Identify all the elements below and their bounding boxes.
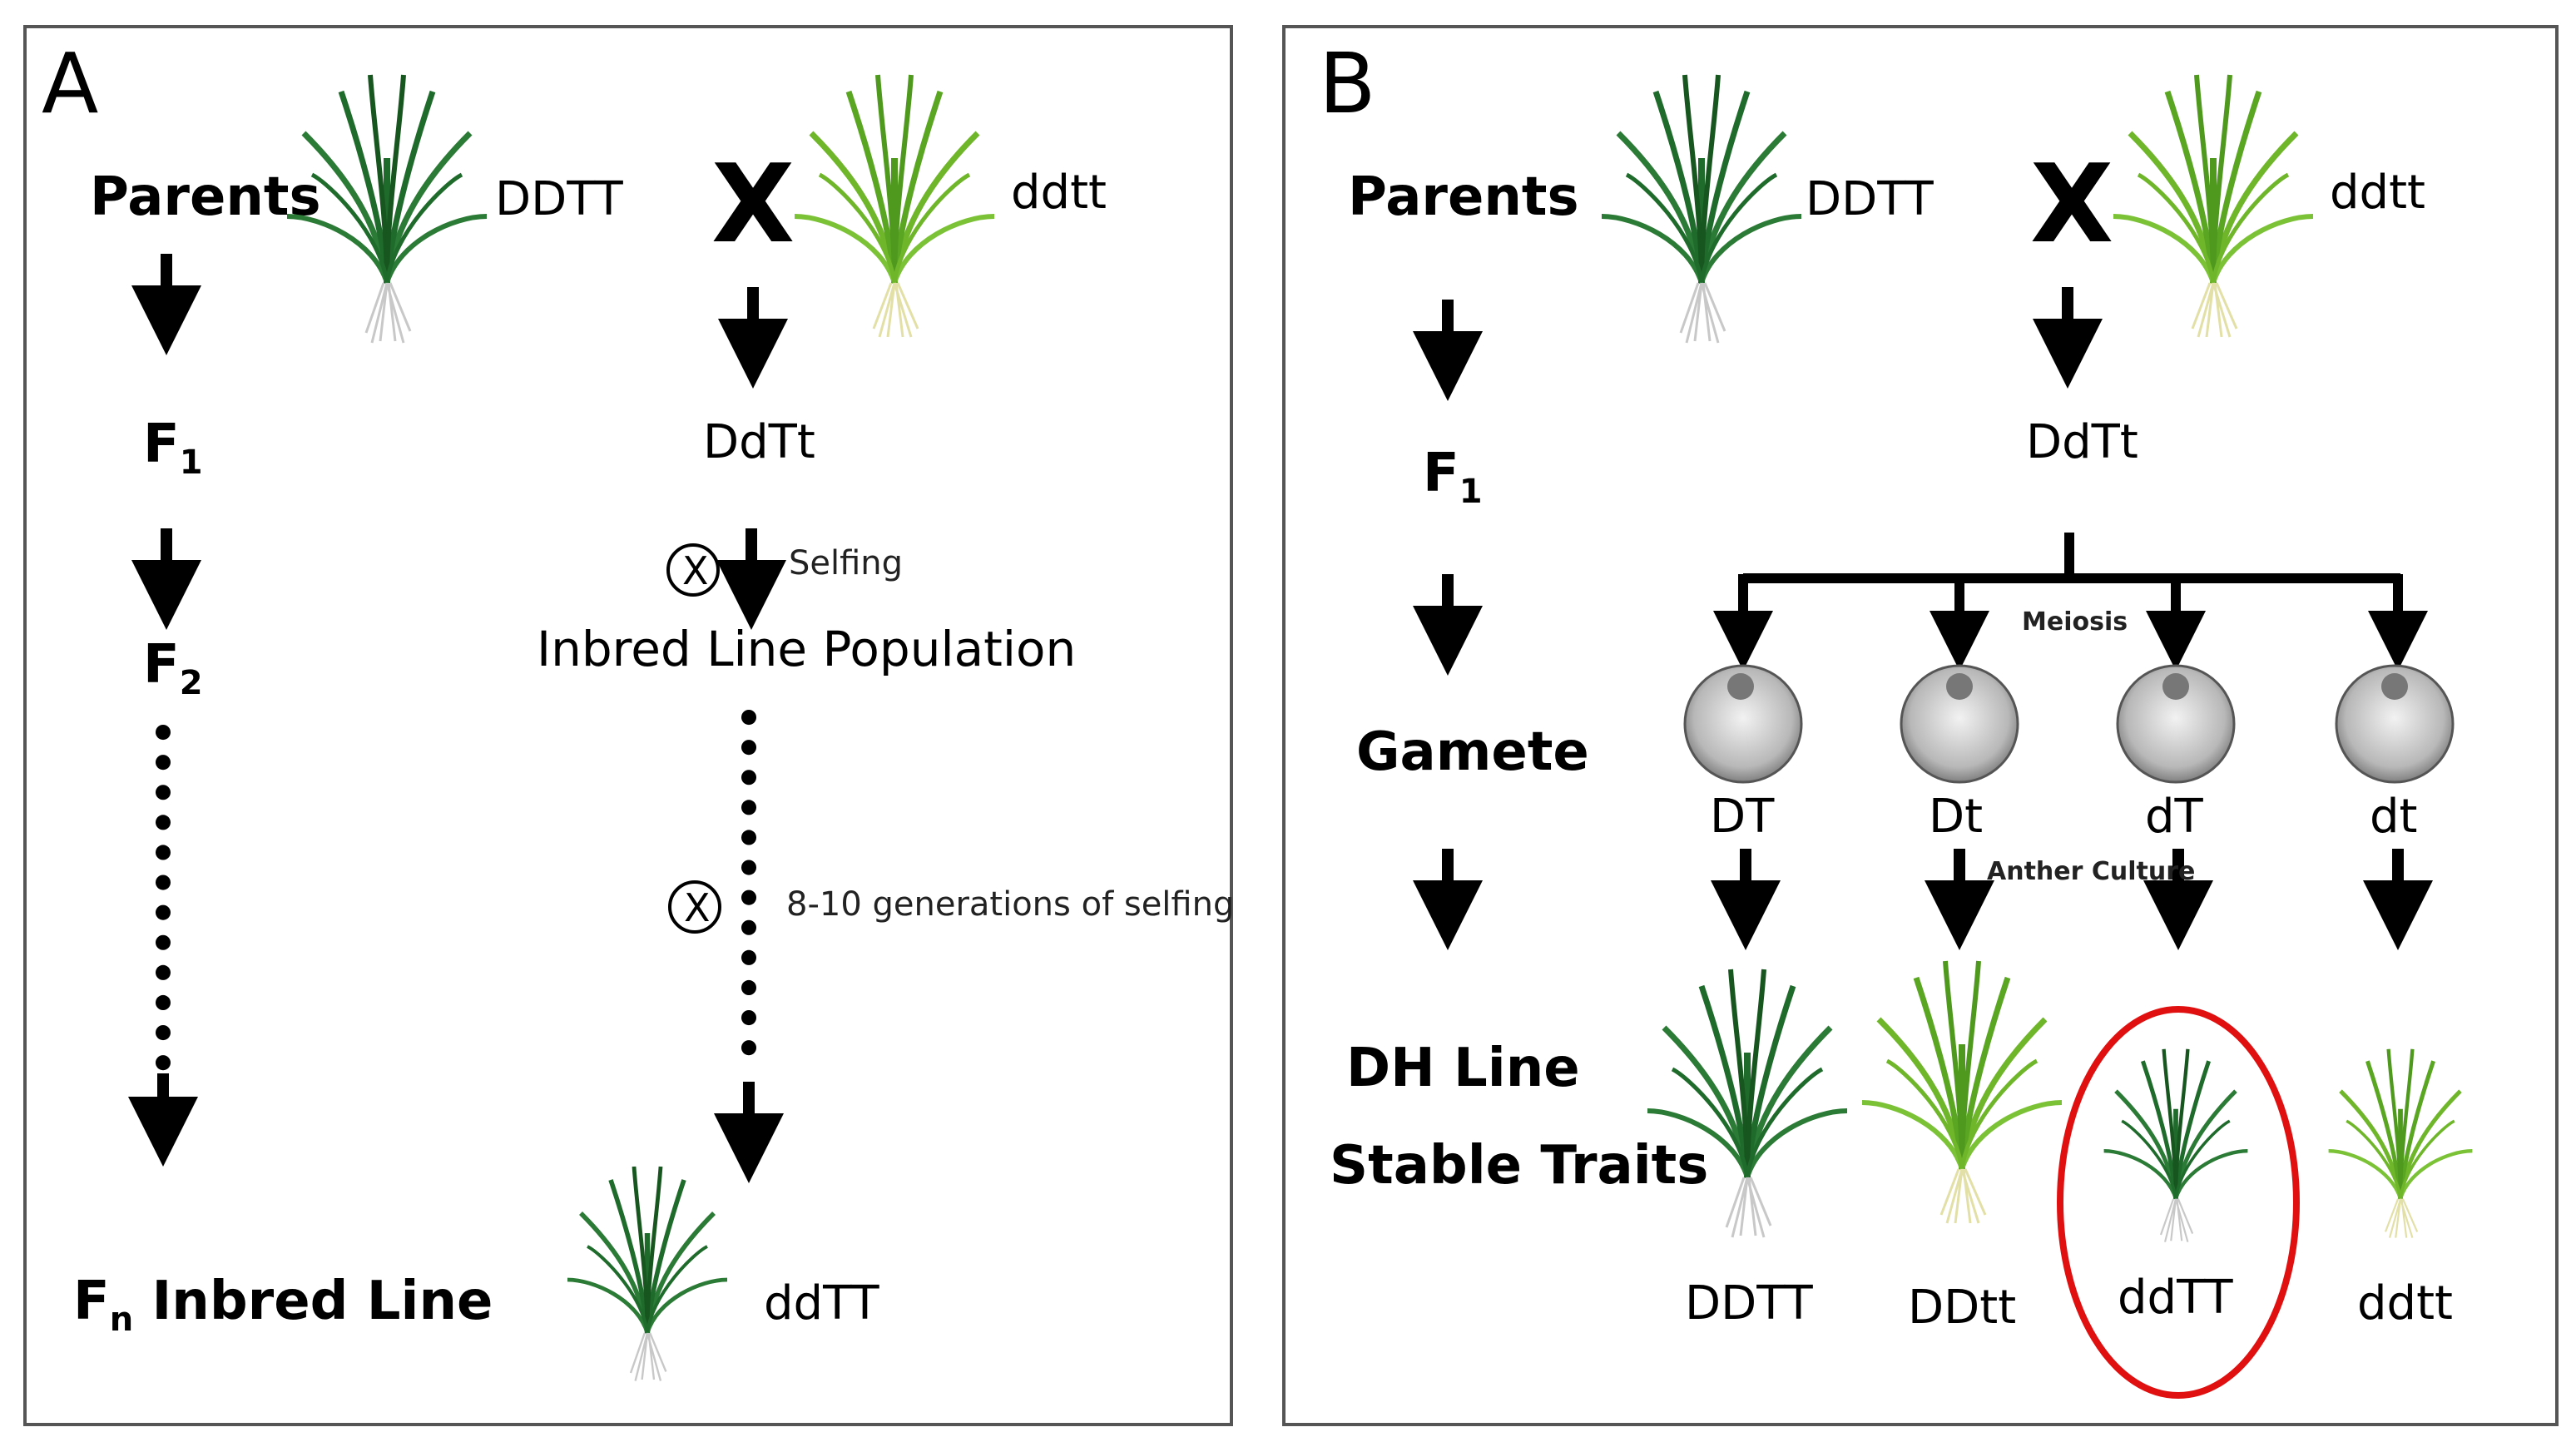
generations-selfing-symbol-icon: X [668,880,721,934]
label-f2-a: F2 [143,634,203,702]
panel-a-frame [23,25,1233,1426]
dh-line-genotype-3: ddTT [2118,1271,2233,1325]
selfing-symbol-icon: X [666,543,720,597]
genotype-parent2-a: ddtt [1011,166,1107,220]
genotype-parent1-b: DDTT [1806,172,1934,226]
label-dh-line: DH Line [1346,1038,1580,1099]
label-parents-b: Parents [1348,166,1579,228]
label-inbred-line-population: Inbred Line Population [537,621,1076,677]
gamete-label-1: DT [1710,790,1775,844]
cross-symbol-b: X [2030,141,2113,267]
svg-text:X: X [682,548,709,593]
selected-line-highlight [2057,1006,2300,1399]
genotype-parent1-a: DDTT [495,172,623,226]
panel-b-letter: B [1319,35,1376,132]
cross-symbol-a: X [711,141,795,267]
genotype-parent2-b: ddtt [2330,166,2425,220]
gamete-cell-3-icon [2116,664,2236,784]
label-gamete: Gamete [1356,721,1589,783]
label-stable-traits: Stable Traits [1330,1135,1708,1197]
genotype-f1-a: DdTt [703,415,815,469]
label-f1-a: F1 [143,414,203,482]
gamete-label-4: dt [2370,790,2418,844]
gamete-label-2: Dt [1929,790,1983,844]
gamete-cell-1-icon [1683,664,1803,784]
plant-dark-parent-b-icon [1602,75,1801,343]
plant-dh-ddtt-selected-icon [2104,1049,2248,1242]
genotype-final-a: ddTT [764,1276,879,1331]
dh-line-genotype-1: DDTT [1685,1276,1813,1331]
label-generations-of-selfing: 8-10 generations of selfing [786,885,1234,924]
gamete-cell-4-icon [2335,664,2455,784]
dh-line-genotype-2: DDtt [1908,1281,2016,1335]
dh-line-genotype-4: ddtt [2357,1276,2453,1331]
gamete-label-3: dT [2145,790,2204,844]
svg-text:X: X [684,885,711,930]
genotype-f1-b: DdTt [2026,415,2138,469]
label-f1-b: F1 [1423,443,1483,511]
plant-light-parent-b-icon [2113,75,2313,337]
plant-dh-ddtt-upper-icon [1647,969,1847,1237]
label-parents-a: Parents [90,166,321,228]
plant-dark-final-a-icon [567,1167,727,1381]
plant-light-parent-a-icon [795,75,994,337]
label-fn-inbred-line: Fn Inbred Line [73,1271,493,1339]
label-anther-culture: Anther Culture [1987,857,2195,886]
plant-dh-ddtt-light-icon [1862,961,2062,1223]
gamete-cell-2-icon [1900,664,2019,784]
plant-dh-ddtt-lower-icon [2329,1049,2473,1238]
panel-b-frame [1282,25,2559,1426]
meiosis-bracket [1743,533,2400,583]
label-selfing: Selfing [789,544,903,582]
label-meiosis: Meiosis [2022,607,2128,637]
panel-a-letter: A [42,35,98,132]
